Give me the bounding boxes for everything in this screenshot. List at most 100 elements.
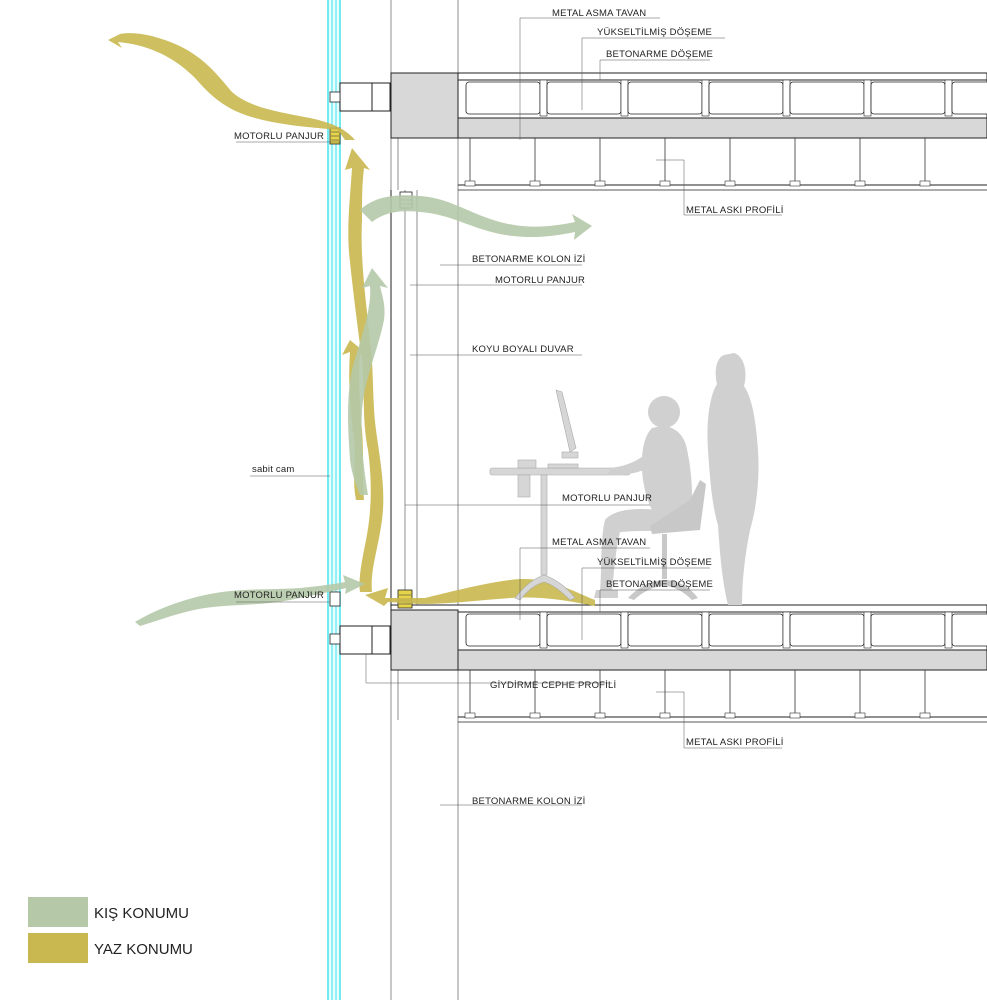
raised-floor-cell bbox=[465, 613, 541, 647]
legend-label-summer: YAZ KONUMU bbox=[94, 941, 193, 958]
ceiling-clip bbox=[919, 712, 931, 719]
ceiling-clip bbox=[659, 712, 671, 719]
raised-floor-cell bbox=[708, 613, 784, 647]
leader-lines bbox=[236, 17, 782, 806]
raised-floor-pedestal bbox=[701, 79, 710, 117]
keyboard bbox=[547, 463, 579, 469]
suspended-ceiling-lower bbox=[458, 670, 987, 723]
legend-label-winter: KIŞ KONUMU bbox=[94, 905, 189, 922]
standing-person bbox=[707, 353, 759, 605]
ceiling-clip bbox=[724, 180, 736, 187]
ceiling-clip bbox=[789, 712, 801, 719]
glass-pane bbox=[327, 0, 341, 1000]
ceiling-clip bbox=[464, 712, 476, 719]
motor-blind-boxes bbox=[329, 127, 413, 609]
raised-floor-cell bbox=[870, 81, 946, 115]
label-metal-asma-tavan-1: METAL ASMA TAVAN bbox=[552, 8, 646, 19]
raised-floor-units bbox=[465, 611, 987, 649]
dark-painted-wall bbox=[390, 190, 418, 605]
raised-floor-pedestal bbox=[863, 611, 872, 649]
facade-profile-bottom bbox=[339, 625, 391, 655]
desk-item bbox=[517, 459, 537, 469]
lower-floor-slab bbox=[390, 604, 987, 671]
label-koyu-boyali-duvar: KOYU BOYALI DUVAR bbox=[472, 344, 574, 355]
legend-swatch-summer bbox=[28, 933, 88, 963]
building-structure bbox=[390, 0, 459, 1000]
monitor-stand bbox=[561, 451, 579, 459]
legend: KIŞ KONUMU YAZ KONUMU bbox=[28, 897, 193, 963]
ceiling-clip bbox=[724, 712, 736, 719]
person-foot bbox=[594, 590, 618, 598]
legend-swatch-winter bbox=[28, 897, 88, 927]
chair-post bbox=[662, 534, 667, 579]
facade-profile-top bbox=[339, 82, 391, 112]
raised-floor-pedestal bbox=[620, 611, 629, 649]
winter-arrow-rise bbox=[348, 268, 388, 495]
raised-floor-pedestal bbox=[782, 611, 791, 649]
raised-floor-pedestal bbox=[944, 611, 953, 649]
ceiling-clip bbox=[464, 180, 476, 187]
summer-arrow-exhaust bbox=[108, 33, 355, 140]
raised-floor-cell bbox=[627, 613, 703, 647]
ceiling-clip bbox=[594, 712, 606, 719]
raised-floor-units bbox=[465, 79, 987, 117]
workstation bbox=[489, 389, 631, 601]
blind-box-exterior bbox=[329, 591, 341, 607]
label-motorlu-panjur-top: MOTORLU PANJUR bbox=[234, 131, 324, 142]
winter-arrow-exterior bbox=[135, 575, 365, 626]
label-sabit-cam: sabit cam bbox=[252, 464, 294, 475]
raised-floor-cell bbox=[870, 613, 946, 647]
label-metal-aski-profili-2: METAL ASKI PROFİLİ bbox=[686, 737, 784, 748]
ceiling-clip bbox=[789, 180, 801, 187]
raised-floor-cell bbox=[546, 81, 622, 115]
suspended-ceiling-upper bbox=[458, 138, 987, 191]
monitor bbox=[555, 389, 577, 453]
chair-back bbox=[650, 480, 706, 534]
glass-facade bbox=[327, 0, 391, 1000]
label-giydirme-cephe-profili: GİYDİRME CEPHE PROFİLİ bbox=[490, 680, 616, 691]
label-motorlu-panjur-desk: MOTORLU PANJUR bbox=[562, 493, 652, 504]
raised-floor-cell bbox=[546, 613, 622, 647]
raised-floor-cell bbox=[789, 613, 865, 647]
raised-floor-pedestal bbox=[863, 79, 872, 117]
standing-person-body bbox=[707, 353, 759, 605]
ceiling-clip bbox=[854, 712, 866, 719]
raised-floor-pedestal bbox=[944, 79, 953, 117]
label-metal-aski-profili-1: METAL ASKI PROFİLİ bbox=[686, 205, 784, 216]
raised-floor-pedestal bbox=[701, 611, 710, 649]
winter-arrow-room bbox=[360, 195, 592, 240]
raised-floor-cell bbox=[627, 81, 703, 115]
label-betonarme-doseme-2: BETONARME DÖŞEME bbox=[606, 579, 713, 590]
label-betonarme-doseme-1: BETONARME DÖŞEME bbox=[606, 49, 713, 60]
winter-airflow bbox=[135, 195, 592, 626]
raised-floor-cell bbox=[465, 81, 541, 115]
summer-arrow-intake bbox=[365, 579, 595, 606]
raised-floor-cell bbox=[951, 81, 987, 115]
ceiling-clip bbox=[529, 712, 541, 719]
chair-base bbox=[628, 580, 698, 600]
annotations: METAL ASMA TAVAN YÜKSELTİLMİŞ DÖŞEME BET… bbox=[234, 8, 784, 807]
ceiling-clip bbox=[659, 180, 671, 187]
raised-floor-cell bbox=[789, 81, 865, 115]
raised-floor-pedestal bbox=[782, 79, 791, 117]
label-motorlu-panjur-inner: MOTORLU PANJUR bbox=[495, 275, 585, 286]
desk-leg bbox=[540, 474, 548, 576]
person-head bbox=[648, 396, 680, 428]
person-torso bbox=[641, 426, 693, 525]
raised-floor-cell bbox=[708, 81, 784, 115]
ceiling-clip bbox=[919, 180, 931, 187]
raised-floor-cell bbox=[951, 613, 987, 647]
raised-floor-pedestal bbox=[539, 611, 548, 649]
label-yukseltilmis-doseme-2: YÜKSELTİLMİŞ DÖŞEME bbox=[597, 557, 712, 568]
desk-drawer bbox=[517, 474, 531, 498]
label-motorlu-panjur-bottom: MOTORLU PANJUR bbox=[234, 590, 324, 601]
label-metal-asma-tavan-2: METAL ASMA TAVAN bbox=[552, 537, 646, 548]
label-betonarme-kolon-izi-2: BETONARME KOLON İZİ bbox=[472, 796, 585, 807]
raised-floor-pedestal bbox=[620, 79, 629, 117]
label-betonarme-kolon-izi-1: BETONARME KOLON İZİ bbox=[472, 254, 585, 265]
seated-person bbox=[594, 396, 706, 600]
ceiling-clip bbox=[854, 180, 866, 187]
ceiling-clip bbox=[594, 180, 606, 187]
